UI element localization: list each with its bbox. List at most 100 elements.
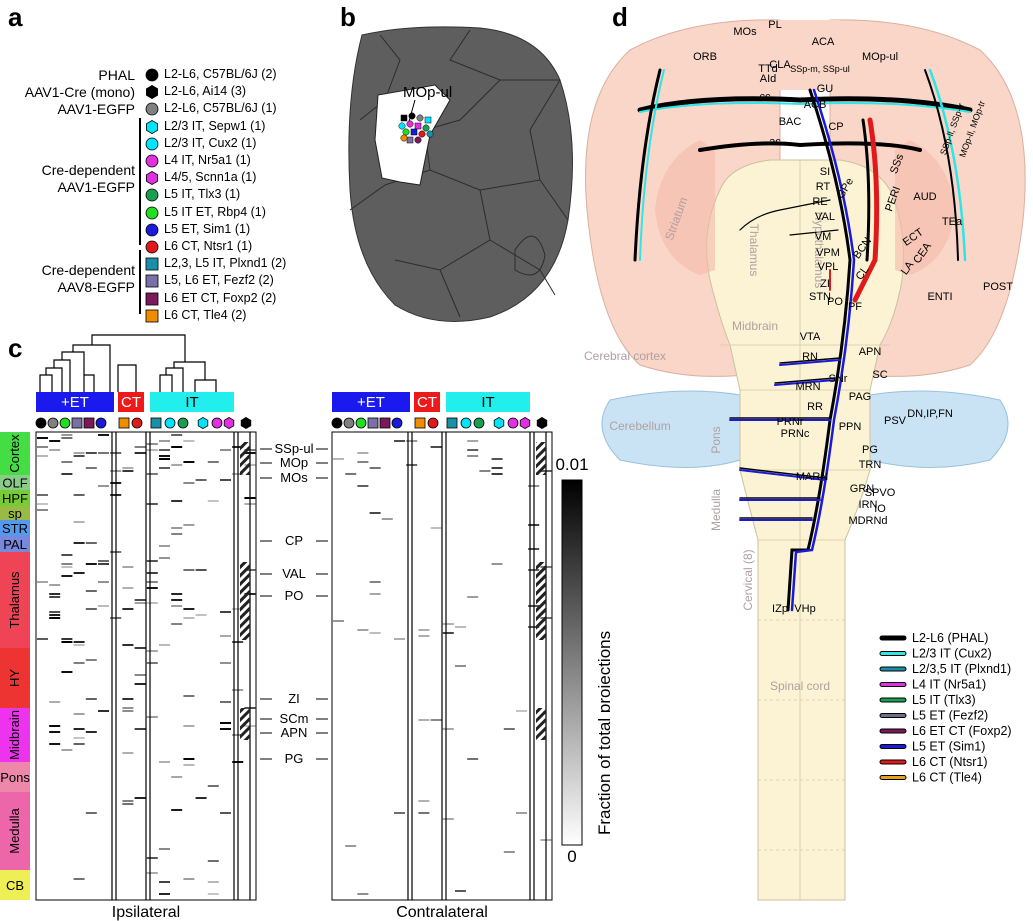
colorbar-min: 0 (567, 847, 576, 866)
heat-cell (220, 812, 231, 814)
header-ct-ipsi-text: CT (121, 394, 141, 411)
injection-site (426, 130, 434, 138)
heat-cell (122, 644, 134, 646)
panel-b-brain-map: MOp-ul (348, 26, 573, 322)
legend-marker-circle (145, 206, 159, 219)
structure-label: PRNr (777, 416, 804, 428)
region-label: Cervical (8) (741, 549, 755, 610)
hatched-block (536, 442, 546, 475)
heat-cell (418, 812, 430, 814)
heat-cell (220, 479, 231, 481)
heat-cell (159, 455, 170, 457)
structure-label: GU (817, 83, 834, 95)
heat-cell (37, 437, 48, 439)
heat-cell (183, 524, 195, 526)
region-label: STR (2, 521, 28, 536)
heat-cell (159, 557, 170, 559)
legend-item-text: L6 CT, Ntsr1 (1) (164, 239, 253, 253)
heat-cell (430, 527, 442, 529)
legend-item-text: L2-L6, C57BL/6J (1) (164, 101, 277, 116)
heat-cell (98, 452, 109, 454)
heat-cell (442, 623, 454, 625)
structure-label: DN,IP,FN (907, 408, 953, 420)
column-markers (35, 417, 548, 429)
heat-cell (171, 434, 183, 436)
group-label-aav1-cre: AAV1-Cre (mono) (24, 84, 135, 100)
panel-d-legend: L2-L6 (PHAL)L2/3 IT (Cux2)L2/3,5 IT (Plx… (879, 631, 1012, 785)
heat-cell (220, 611, 231, 613)
region-label: Pons (0, 770, 30, 785)
heat-cell (134, 599, 146, 601)
heat-cell (73, 494, 85, 496)
legend-label: L2/3 IT (Cux2) (912, 647, 992, 661)
heat-cell (122, 587, 134, 589)
heat-cell (146, 587, 158, 589)
cortex-midline (770, 20, 840, 90)
structure-label: VAL (282, 566, 306, 581)
group-label-cre-aav1: Cre-dependent AAV1-EGFP (41, 162, 135, 195)
region-label: Spinal cord (770, 679, 830, 693)
column-marker (507, 417, 519, 429)
structure-label: SPVO (865, 487, 896, 499)
hatched-block (536, 708, 546, 740)
legend-item-text: L2-L6, Ai14 (3) (164, 84, 246, 99)
heat-cell (73, 641, 85, 643)
brainstem (706, 159, 904, 901)
header-ct-contra-text: CT (417, 394, 437, 411)
heat-cell (49, 731, 61, 733)
structure-label: SC (872, 369, 887, 381)
contra-headers: +ET CT IT (332, 392, 530, 412)
region-swatch (0, 536, 30, 552)
structure-label: GRN (850, 483, 875, 495)
heat-cell (369, 512, 381, 514)
heat-cell (357, 629, 369, 631)
heat-cell (73, 743, 85, 745)
heat-cell (37, 446, 48, 448)
heat-cell (146, 602, 158, 604)
column-marker (35, 417, 47, 429)
heat-cell (122, 707, 134, 709)
heat-cell (369, 632, 381, 634)
heat-cell (134, 446, 146, 448)
legend-item-text: L6 CT, Tle4 (2) (164, 307, 247, 322)
structure-label: VPL (818, 261, 839, 273)
region-swatch (0, 648, 30, 708)
heat-cell (37, 581, 48, 583)
region-label: OLF (2, 476, 27, 491)
heat-cell (37, 503, 48, 505)
heat-cell (159, 545, 170, 547)
bracket-line-aav8 (139, 250, 141, 314)
structure-label: MOs (280, 470, 308, 485)
header-it-contra-text: IT (481, 394, 494, 411)
heat-cell (73, 713, 85, 715)
column-marker (197, 417, 209, 429)
column-marker (95, 417, 107, 429)
legend-label: L5 ET (Fezf2) (912, 709, 988, 723)
structure-label: TRN (859, 459, 882, 471)
bracket-line-aav1 (139, 118, 141, 245)
heat-cell (98, 710, 109, 712)
heat-cell (49, 617, 61, 619)
heat-cell (333, 620, 344, 622)
legend-marker-square (145, 292, 159, 305)
heat-cell (49, 614, 61, 616)
heat-cell (220, 449, 231, 451)
legend-label: L5 ET (Sim1) (912, 740, 985, 754)
structure-label: IRN (859, 499, 878, 511)
heat-cell (85, 608, 97, 610)
column-marker (150, 417, 162, 429)
structure-label: MARN (796, 471, 828, 483)
structure-label: PG (285, 751, 304, 766)
header-ct-contra (414, 392, 440, 412)
column-marker (223, 417, 235, 429)
header-et-ipsi (36, 392, 114, 412)
region-swatch (0, 432, 30, 475)
legend-marker-circle (145, 240, 159, 254)
heat-cell (171, 623, 183, 625)
heat-cell (394, 812, 405, 814)
heat-cell (171, 464, 183, 466)
legend-marker-hexagon (145, 85, 159, 100)
heat-cell (61, 641, 73, 643)
structure-label: PO (285, 588, 304, 603)
column-marker (47, 417, 59, 429)
